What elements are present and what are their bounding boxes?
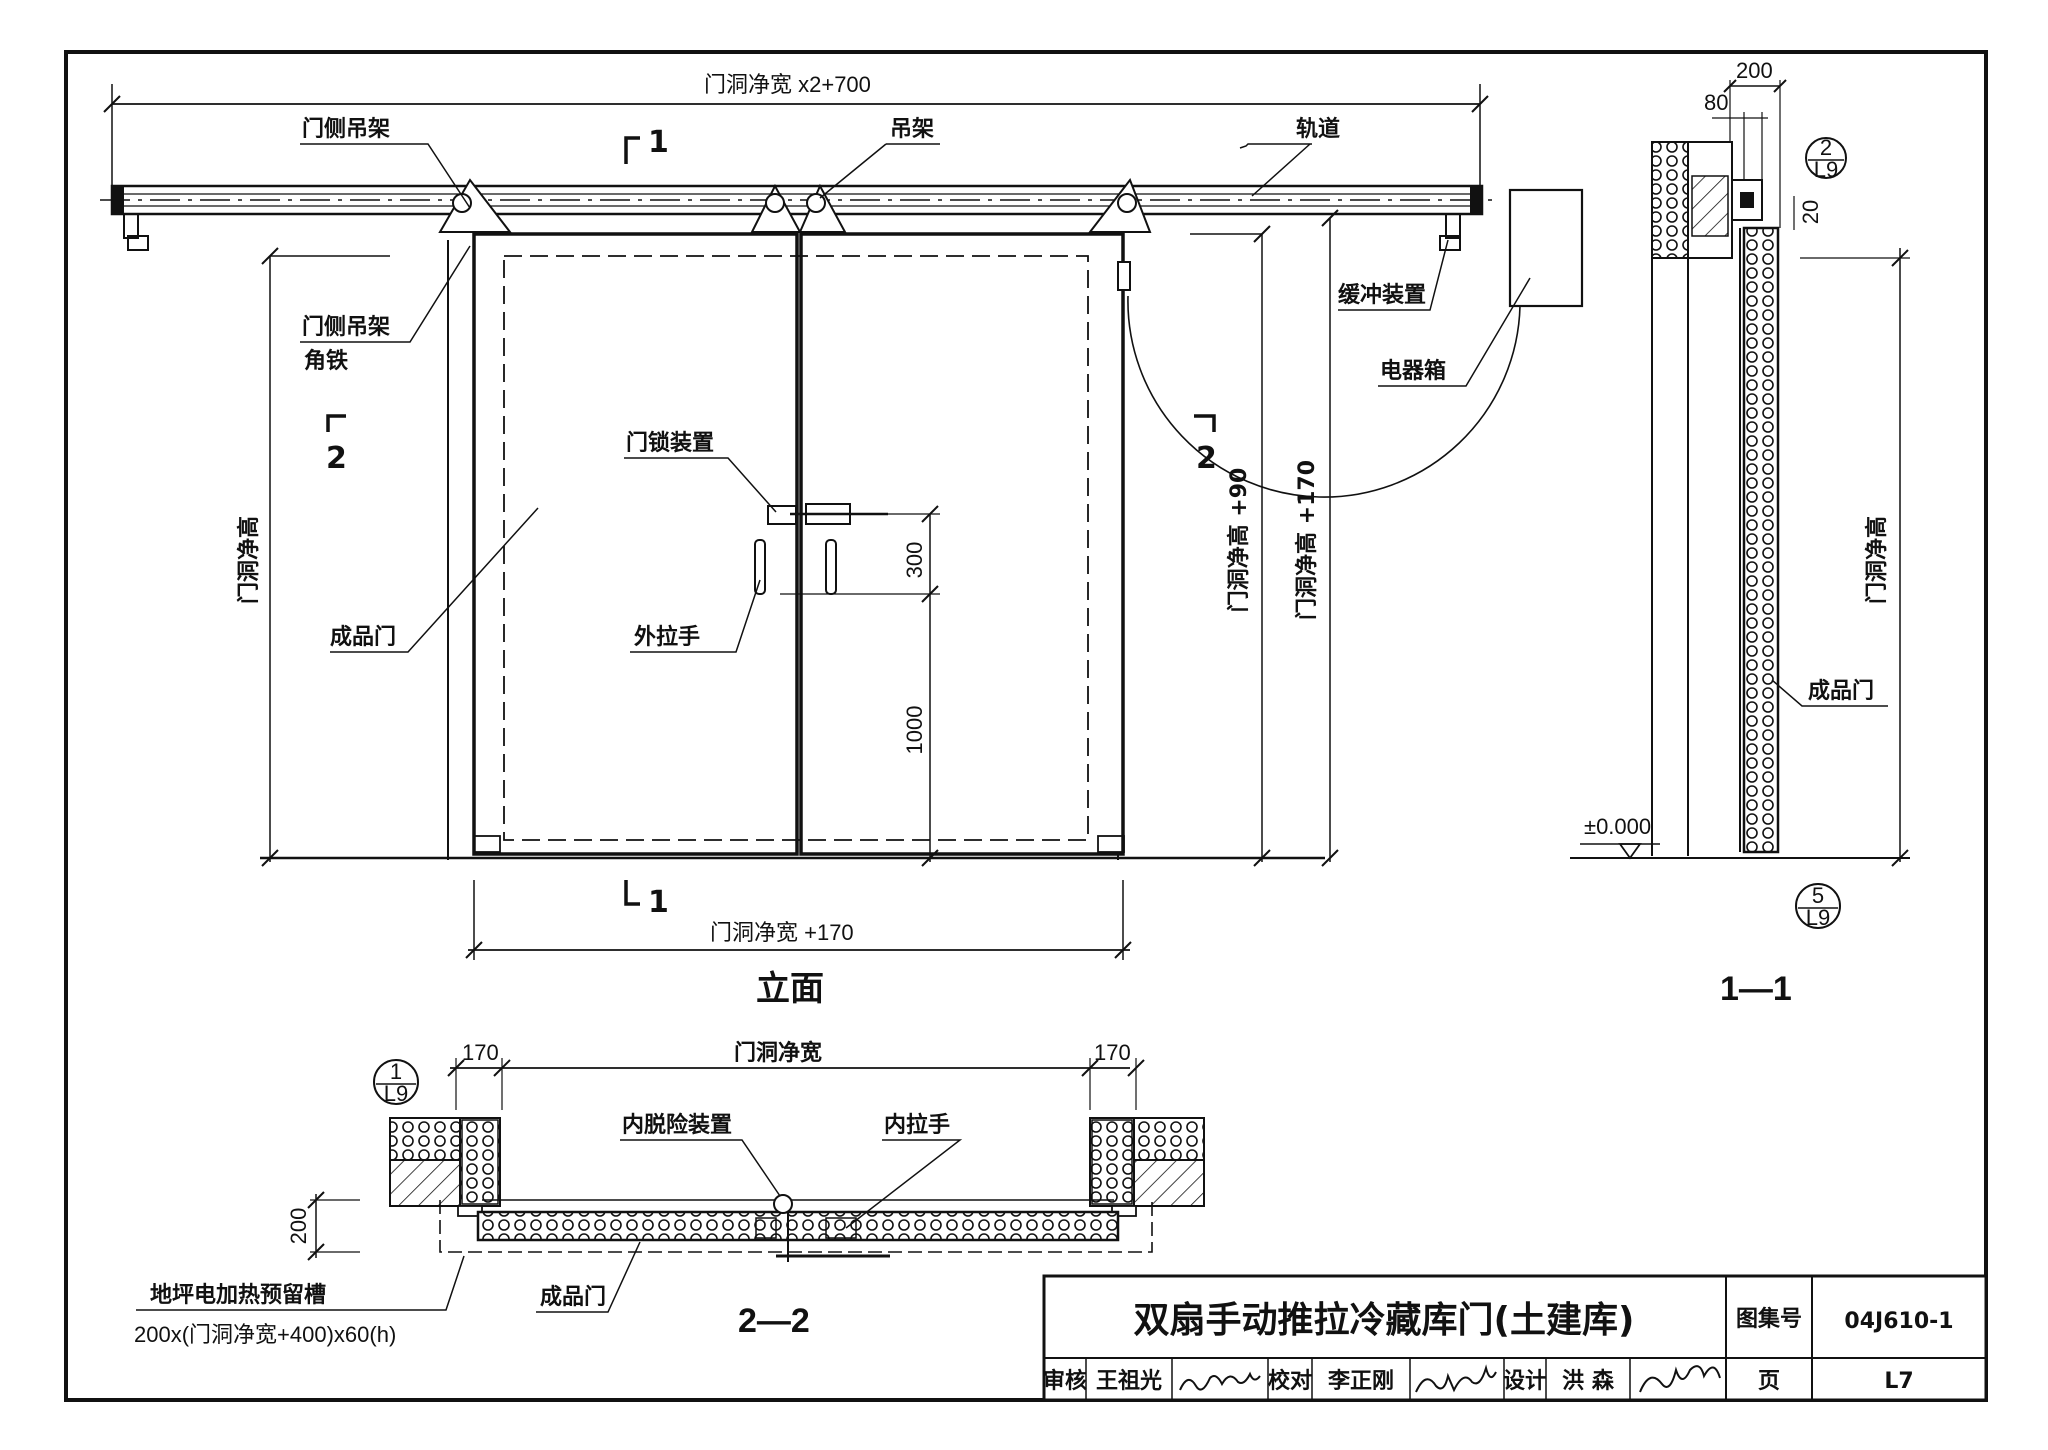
dim-plan-170-right: 170 (1094, 1040, 1131, 1065)
dim-bottom-width: 门洞净宽 +170 (710, 920, 854, 945)
dim-plan-200: 200 (286, 1208, 311, 1245)
design-label: 设计 (1503, 1369, 1547, 1394)
dim-plan-170-left: 170 (462, 1040, 499, 1065)
label-electric-box: 电器箱 (1380, 358, 1446, 384)
dim-section-height: 门洞净高 (1864, 516, 1890, 604)
svg-text:5: 5 (1812, 883, 1824, 908)
designer-signature (1639, 1365, 1721, 1393)
section-mark-2-left: 2 (326, 441, 347, 476)
section-mark-1-bottom: 1 (648, 885, 669, 920)
page-number: L7 (1884, 1369, 1913, 1394)
detail-ref-bottom: 5 L9 (1795, 883, 1841, 930)
review-label: 审核 (1043, 1368, 1087, 1394)
dim-300: 300 (902, 542, 927, 579)
dim-plan-opening: 门洞净宽 (734, 1040, 822, 1066)
section-mark-1-top: 1 (648, 125, 669, 160)
view-title-elevation: 立面 (756, 970, 824, 1008)
dim-level: ±0.000 (1584, 814, 1651, 839)
elevation-view: 门洞净宽 x2+700 (100, 72, 1584, 1008)
label-track: 轨道 (1296, 116, 1340, 142)
view-title-section-1: 1—1 (1720, 970, 1792, 1008)
label-finished-door-section: 成品门 (1808, 678, 1874, 704)
svg-text:L9: L9 (1806, 905, 1830, 930)
door-leaf-right (799, 232, 1125, 856)
check-label: 校对 (1268, 1368, 1312, 1394)
checker-name: 李正刚 (1327, 1369, 1394, 1394)
electric-box (1508, 188, 1584, 308)
section-2-2-view: 170 门洞净宽 170 200 (134, 1040, 1205, 1347)
label-floor-heating: 地坪电加热预留槽 (150, 1282, 326, 1308)
label-finished-door-plan: 成品门 (540, 1284, 606, 1310)
dim-200-top: 200 (1736, 58, 1773, 83)
dim-80: 80 (1704, 90, 1728, 115)
label-outer-handle: 外拉手 (634, 624, 700, 650)
plan-door-panel (476, 1210, 1120, 1242)
dim-20: 20 (1798, 200, 1823, 224)
reviewer-signature (1179, 1371, 1261, 1391)
label-lock-device: 门锁装置 (626, 430, 714, 456)
section-mark-2-right: 2 (1196, 441, 1217, 476)
dim-1000: 1000 (902, 706, 927, 755)
page-label: 页 (1758, 1369, 1780, 1394)
detail-ref-top: 2 L9 (1805, 135, 1847, 182)
detail-ref-plan: 1 L9 (373, 1059, 419, 1106)
reviewer-name: 王祖光 (1096, 1369, 1162, 1394)
dim-height-plus-170: 门洞净高 +170 (1294, 460, 1320, 620)
title-block: 双扇手动推拉冷藏库门(土建库) 图集号 04J610-1 审核 王祖光 校对 李… (1042, 1274, 1988, 1402)
dim-opening-height-left: 门洞净高 (236, 516, 262, 604)
atlas-label: 图集号 (1736, 1306, 1802, 1332)
svg-text:L9: L9 (384, 1081, 408, 1106)
label-buffer-device: 缓冲装置 (1338, 282, 1426, 308)
label-angle-iron: 角铁 (304, 348, 348, 374)
label-door-side-hanger-top: 门侧吊架 (302, 116, 390, 142)
label-inner-handle: 内拉手 (884, 1112, 950, 1138)
dim-height-plus-90: 门洞净高 +90 (1226, 468, 1252, 613)
section-1-1-view: ±0.000 200 80 20 门洞净高 2 L9 5 L9 (1570, 58, 1910, 1008)
door-leaf-left (472, 232, 799, 856)
svg-text:2: 2 (1820, 135, 1832, 160)
designer-name: 洪 森 (1562, 1368, 1615, 1394)
label-inner-release: 内脱险装置 (622, 1112, 732, 1138)
dim-top-width: 门洞净宽 x2+700 (704, 72, 871, 97)
atlas-number: 04J610-1 (1844, 1309, 1953, 1334)
sheet-border (64, 50, 1988, 1402)
handle-right (825, 539, 837, 595)
handle-left (754, 539, 766, 595)
drawing-title: 双扇手动推拉冷藏库门(土建库) (1134, 1300, 1635, 1341)
svg-text:L9: L9 (1814, 157, 1838, 182)
checker-signature (1415, 1364, 1497, 1393)
label-hanger: 吊架 (890, 116, 934, 142)
view-title-section-2: 2—2 (738, 1302, 810, 1340)
label-floor-heating-dim: 200x(门洞净宽+400)x60(h) (134, 1322, 396, 1347)
svg-text:1: 1 (390, 1059, 402, 1084)
label-finished-door: 成品门 (330, 624, 396, 650)
section-door-panel (1742, 226, 1780, 854)
label-door-side-hanger-angle: 门侧吊架 (302, 314, 390, 340)
